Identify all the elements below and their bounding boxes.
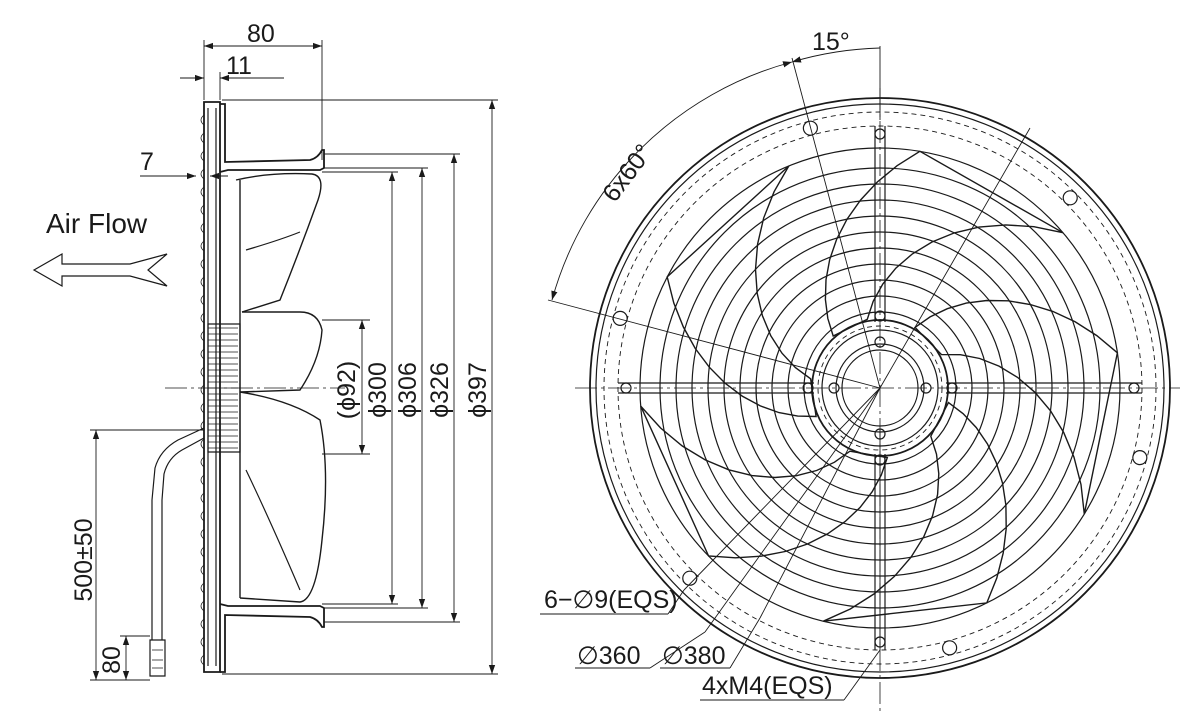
mounting-hole [1132,450,1148,466]
arc-6x60 [551,61,793,301]
mounting-holes-label: 6−∅9(EQS) [544,586,678,614]
cable [151,427,205,640]
guard-bump [200,114,205,126]
fan-blade-profile-1 [235,172,322,313]
mounting-hole [612,310,628,326]
bolt-circle-380-label: ∅380 [662,642,726,670]
arc-15 [791,47,881,63]
fan-blade-profile-2 [239,311,323,393]
dim-guard: 7 [140,148,154,176]
guard-bump [200,294,205,306]
fan-blade [824,150,1064,337]
guard-bump [200,312,205,324]
dim-venturi-inner: ϕ306 [394,362,422,418]
dim-cable-length: 500±50 [70,518,98,601]
bolt-circle-360 [617,125,1143,651]
guard-bump [200,258,205,270]
mounting-holes [612,120,1148,656]
guard-bump [200,582,205,594]
mounting-hole [1062,190,1078,206]
guard-bump [200,222,205,234]
air-flow-label: Air Flow [46,208,148,239]
mounting-flange [203,101,221,673]
dim-hub: (ϕ92) [333,361,361,419]
thread-hole [828,382,840,394]
guard-bump [200,348,205,360]
guard-bump [200,456,205,468]
guard-bump [200,402,205,414]
dim-overall-depth: 80 [247,20,275,48]
thread-hole [920,382,932,394]
bolt-circle-360-label: ∅360 [577,642,641,670]
front-view: 15° 6x60° 6−∅9(EQS) ∅360 ∅380 4xM4(EQS) [540,28,1180,712]
fan-blade [823,401,1007,622]
fan-blades [640,150,1119,622]
guard-struts [618,126,1142,650]
strut-tab [874,128,886,140]
mounting-hole [942,640,958,656]
thread-hole [874,336,886,348]
guard-bump [200,240,205,252]
dim-flange: 11 [226,52,252,80]
guard-bump [200,636,205,648]
motor-threads-label: 4xM4(EQS) [702,672,833,700]
motor-fins [208,327,238,449]
strut-tab [620,382,632,394]
guard-bump [200,384,205,396]
dim-venturi-outer: ϕ326 [426,362,454,418]
dim-blade: ϕ300 [364,362,392,418]
guard-bump [200,654,205,666]
air-flow-arrow [32,252,168,288]
side-view: 80 11 7 Air Flow [32,20,498,681]
fan-blade [640,405,889,559]
mounting-hole [682,570,698,586]
guard-bump [200,510,205,522]
guard-bump [200,150,205,162]
dim-cable-end: 80 [98,646,126,674]
guard-bump [200,366,205,378]
strut-tab [802,382,814,394]
guard-bump [200,276,205,288]
guard-bump [200,330,205,342]
guard-bump [200,204,205,216]
fan-blade-profile-3 [239,391,327,603]
guard-bump [200,492,205,504]
strut-tab [946,382,958,394]
guard-wire-profile [200,114,205,666]
strut-tab [1128,382,1140,394]
guard-bump [200,186,205,198]
strut-tab [874,310,886,322]
diameter-dimensions: (ϕ92) ϕ300 ϕ306 ϕ326 ϕ397 [222,99,498,675]
guard-bump [200,564,205,576]
guard-bump [200,528,205,540]
hole-pattern-label: 6x60° [597,139,658,207]
guard-bump [200,600,205,612]
guard-bump [200,438,205,450]
dim-overall-diameter: ϕ397 [464,362,492,418]
fan-blade [913,299,1119,515]
mounting-hole [802,120,818,136]
venturi-upper [219,103,325,173]
guard-bump [200,132,205,144]
guard-bump [200,474,205,486]
guard-bump [200,618,205,630]
guard-bump [200,546,205,558]
guard-bump [200,168,205,180]
angle-offset-label: 15° [812,28,850,56]
venturi-lower [219,603,325,673]
